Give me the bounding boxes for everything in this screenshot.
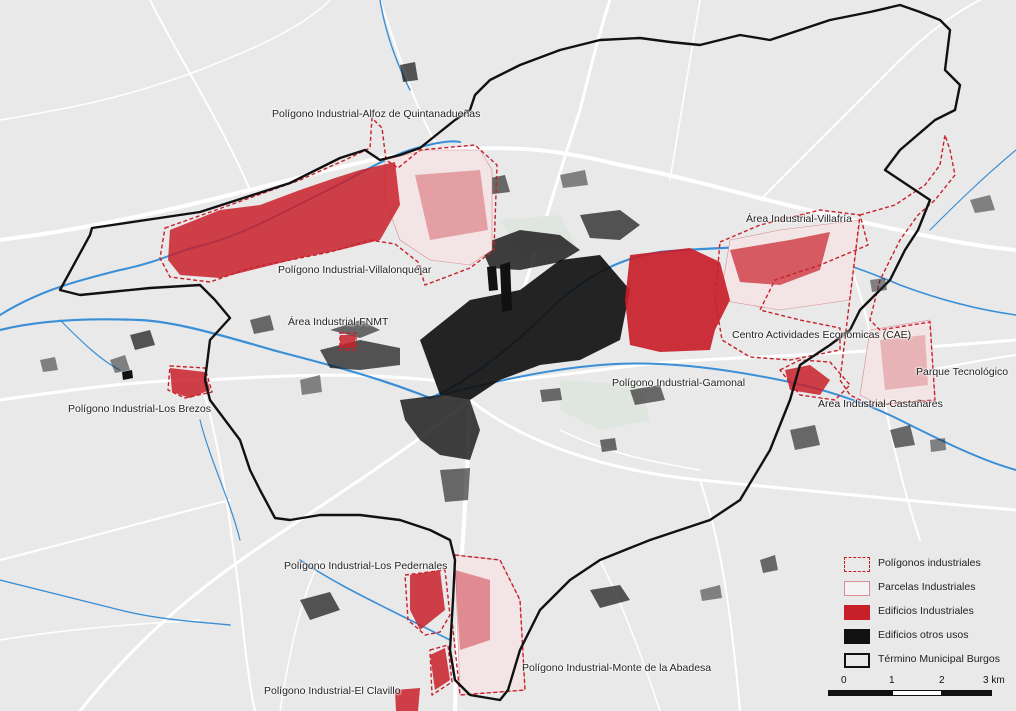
municipal-boundary bbox=[58, 3, 962, 702]
scale-segment-1 bbox=[828, 690, 892, 696]
map-legend: Polígonos industriales Parcelas Industri… bbox=[828, 552, 1008, 672]
legend-swatch-edificios-otros bbox=[844, 629, 870, 644]
scale-segment-2 bbox=[892, 690, 942, 696]
legend-swatch-poligonos bbox=[844, 557, 870, 572]
label-villafria: Área Industrial-Villafría bbox=[746, 213, 853, 225]
legend-label-poligonos: Polígonos industriales bbox=[878, 557, 981, 569]
label-abadesa: Polígono Industrial-Monte de la Abadesa bbox=[522, 662, 712, 674]
scale-tick-2: 2 bbox=[939, 675, 945, 686]
legend-item-poligonos: Polígonos industriales bbox=[828, 552, 1008, 576]
legend-item-edificios-otros: Edificios otros usos bbox=[828, 624, 1008, 648]
label-alfoz: Polígono Industrial-Alfoz de Quintanadue… bbox=[272, 108, 481, 120]
scale-bar: 0 1 2 3 km bbox=[826, 674, 1012, 704]
label-parque: Parque Tecnológico bbox=[916, 366, 1009, 378]
legend-label-edificios-otros: Edificios otros usos bbox=[878, 629, 969, 641]
other-buildings bbox=[122, 62, 915, 620]
legend-swatch-termino bbox=[844, 653, 870, 668]
label-villalonquejar: Polígono Industrial-Villalonquéjar bbox=[278, 264, 432, 276]
label-fnmt: Área Industrial-FNMT bbox=[288, 316, 389, 328]
scale-tick-1: 1 bbox=[889, 675, 895, 686]
settlement-marks bbox=[40, 170, 995, 601]
legend-swatch-parcelas bbox=[844, 581, 870, 596]
legend-label-termino: Término Municipal Burgos bbox=[878, 653, 1000, 665]
label-cae: Centro Actividades Económicas (CAE) bbox=[732, 329, 912, 341]
legend-item-termino: Término Municipal Burgos bbox=[828, 648, 1008, 672]
legend-label-parcelas: Parcelas Industriales bbox=[878, 581, 976, 593]
legend-item-parcelas: Parcelas Industriales bbox=[828, 576, 1008, 600]
legend-label-edificios-industriales: Edificios Industriales bbox=[878, 605, 974, 617]
scale-tick-0: 0 bbox=[841, 675, 847, 686]
scale-segment-3 bbox=[942, 690, 992, 696]
label-clavillo: Polígono Industrial-El Clavillo bbox=[264, 685, 401, 697]
scale-tick-3: 3 km bbox=[983, 675, 1005, 686]
legend-item-edificios-industriales: Edificios Industriales bbox=[828, 600, 1008, 624]
label-brezos: Polígono Industrial-Los Brezos bbox=[68, 403, 211, 415]
label-gamonal: Polígono Industrial-Gamonal bbox=[612, 377, 746, 389]
label-pedernales: Polígono Industrial-Los Pedernales bbox=[284, 560, 448, 572]
legend-swatch-edificios-industriales bbox=[844, 605, 870, 620]
label-castanares: Área Industrial-Castañares bbox=[818, 398, 943, 410]
